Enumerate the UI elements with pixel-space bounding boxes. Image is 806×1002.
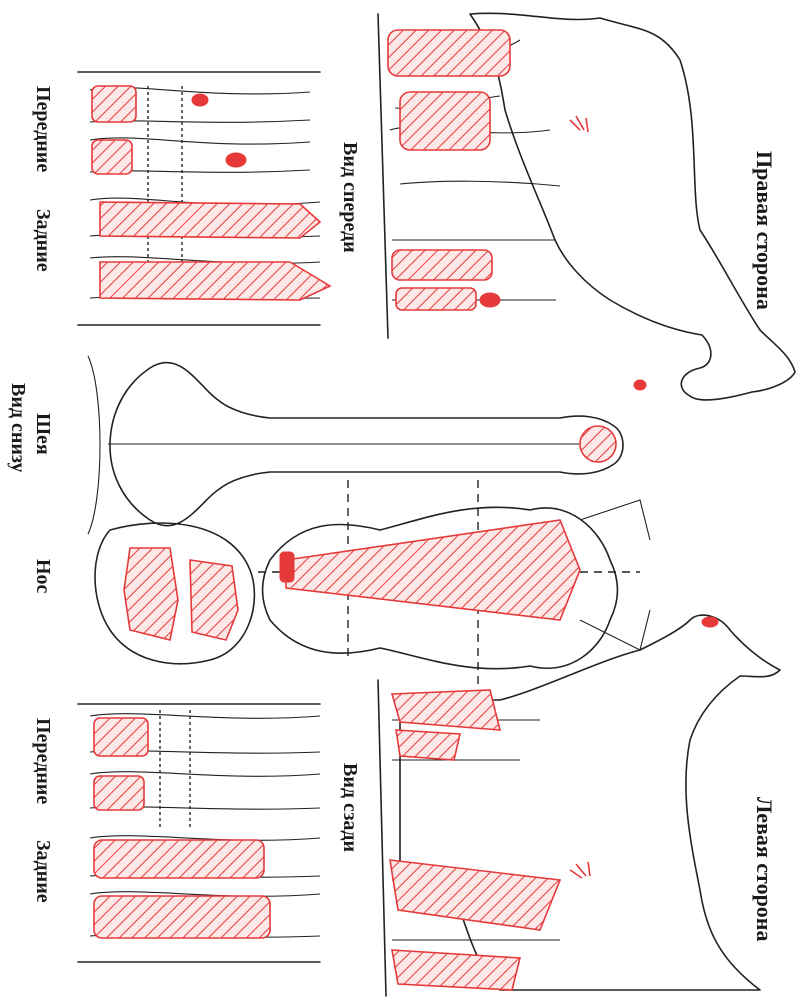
right-stifle-lesion-area [400,92,490,150]
right-fore-lesion-area [392,250,492,280]
nose-lesion-right [190,560,238,640]
left-side-horse-figure [378,615,780,996]
front-view-lesion-4 [100,262,330,300]
ground-line-left-side [378,680,386,996]
rear-view-lesion-4 [94,896,270,938]
rear-view-label: Вид сзади [339,763,361,852]
right-side-label: Правая сторона [752,151,777,310]
front-view-label: Вид спереди [339,142,361,253]
hind-legs-label-top: Задние [32,209,54,272]
rear-view-lesion-3 [94,840,264,878]
front-view-spot-2 [226,153,246,167]
nose-figure [95,523,254,664]
front-legs-label-bottom: Передние [32,718,54,804]
front-view-legs [78,72,330,325]
body-back-lesion [286,520,580,620]
front-view-lesion-1 [92,86,136,122]
right-side-horse-figure [378,13,795,400]
left-side-label: Левая сторона [752,797,777,941]
front-legs-label-top: Передние [32,86,54,172]
right-horse-outline [470,13,795,400]
left-muzzle-spot [702,617,718,627]
front-view-lesion-2 [92,140,132,174]
front-view-lesion-3 [100,202,320,238]
left-hind-lesion [390,860,560,930]
rear-view-lesion-1 [94,718,148,756]
right-sheath-marking [570,116,588,132]
right-fore-spot [480,293,500,307]
rear-view-lesion-2 [94,776,144,810]
left-fore-lesion [392,690,500,730]
front-view-spot-1 [192,94,208,106]
left-horse-outline [400,615,780,990]
left-sheath-marking [570,862,590,878]
left-fore-lesion-2 [396,730,460,760]
right-fore-lesion-area-2 [396,288,476,310]
rear-view-legs [78,704,320,962]
right-muzzle-spot [634,380,646,390]
left-hind-lesion-2 [392,950,520,990]
neck-lesion-jaw [580,426,616,462]
neck-chest-contour [88,356,100,534]
ground-line-right-side [378,14,388,338]
nose-label: Нос [32,559,54,594]
neck-label: Шея [32,413,54,455]
body-withers-spot [280,552,294,582]
bottom-view-label: Вид снизу [7,383,29,473]
body-top-view-figure [258,480,650,690]
nose-lesion-left [124,548,178,640]
hind-legs-label-bottom: Задние [32,840,54,903]
right-hind-lesion-area [388,30,510,76]
